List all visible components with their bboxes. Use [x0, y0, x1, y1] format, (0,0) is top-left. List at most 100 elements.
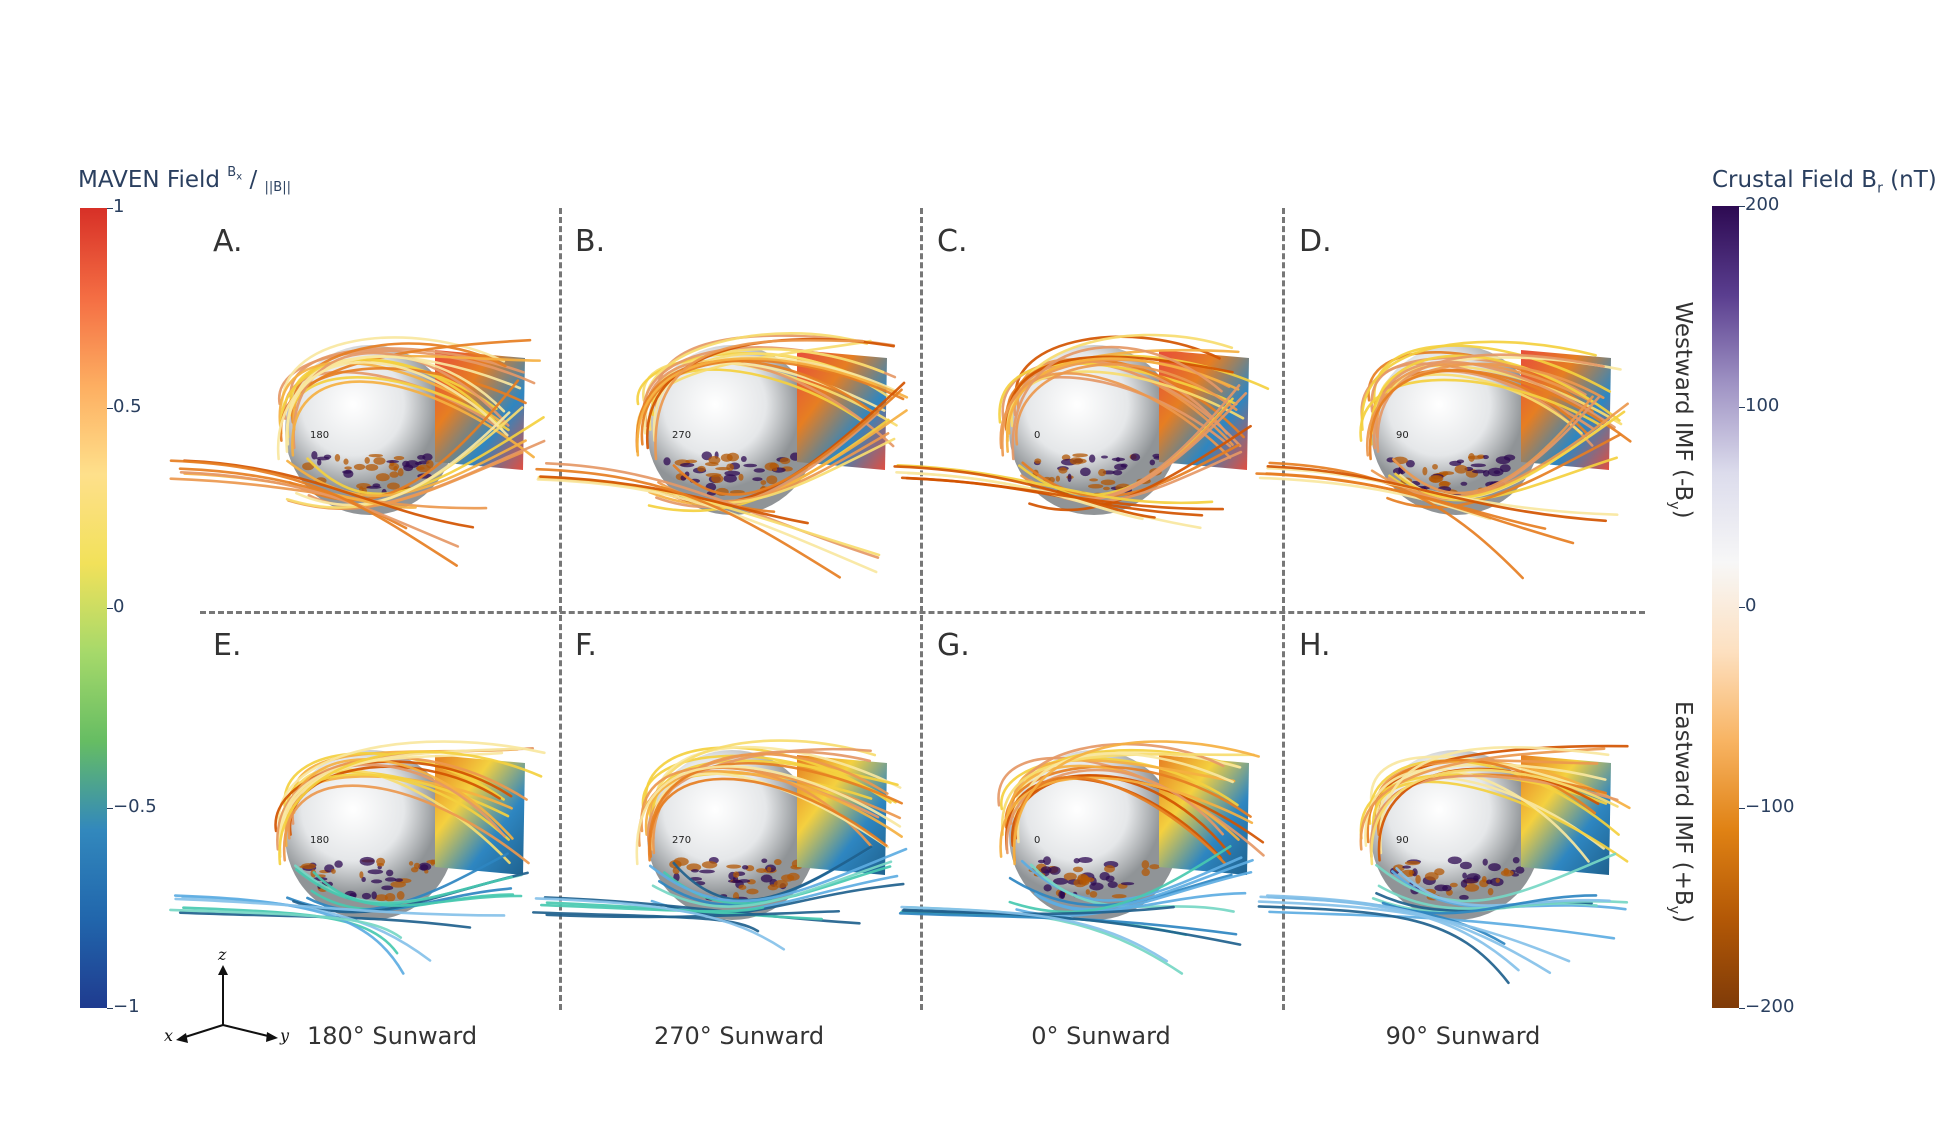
field-line [1020, 856, 1243, 902]
field-line [1371, 373, 1583, 435]
field-line [306, 887, 513, 913]
crustal-field-blotch [772, 466, 778, 472]
crustal-field-blotch [1089, 890, 1098, 898]
colorbar-tick-label: −100 [1745, 795, 1795, 817]
field-line [647, 762, 904, 862]
crustal-field-blotch [376, 857, 386, 866]
crustal-field-blotch [393, 456, 405, 461]
field-line [539, 475, 809, 525]
globe-longitude-label: 270 [672, 430, 691, 441]
colorbar-tick-label: 1 [113, 196, 125, 217]
field-line [1366, 362, 1605, 457]
panel-label-h: H. [1299, 628, 1331, 663]
row-label-eastward-sub: y [1666, 905, 1683, 914]
crustal-field-blotch [342, 470, 352, 474]
panel-label-b: B. [575, 224, 606, 259]
field-line [672, 388, 903, 496]
crustal-field-blotch [740, 456, 747, 463]
colorbar-tick-label: 0 [113, 596, 125, 617]
field-line [1367, 350, 1594, 413]
crustal-field-blotch [761, 858, 768, 864]
field-line [312, 871, 523, 907]
panel-top-1-graphic: 180 [169, 336, 546, 567]
field-line [1266, 465, 1608, 523]
crustal-field-blotch [1487, 467, 1504, 477]
crustal-field-blotch [726, 864, 742, 869]
crustal-field-blotch [1055, 475, 1061, 482]
right-colorbar-title: Crustal Field Br (nT) [1712, 167, 1937, 197]
crustal-field-blotch [766, 475, 778, 485]
field-line [295, 411, 511, 507]
panel-bottom-4-graphic: 90 [1257, 744, 1631, 985]
column-label-180: 180° Sunward [306, 1022, 478, 1050]
crustal-field-blotch [1412, 868, 1418, 877]
crustal-field-blotch [1454, 464, 1468, 474]
crustal-field-blotch [1105, 875, 1115, 883]
colorbar-tick-mark [1739, 406, 1745, 408]
colorbar-tick-mark [1739, 807, 1745, 809]
field-line [179, 471, 460, 548]
field-line [1368, 369, 1632, 461]
crustal-field-blotch [374, 894, 388, 902]
field-line [281, 336, 506, 413]
crustal-field-blotch [301, 863, 316, 870]
crustal-field-blotch [344, 466, 352, 470]
field-line [1005, 768, 1225, 855]
row-label-westward-end: ) [1669, 509, 1696, 519]
row-label-eastward-text: Eastward IMF (+B [1669, 701, 1696, 906]
crustal-field-blotch [311, 450, 318, 460]
crustal-field-blotch [1488, 863, 1501, 872]
crustal-field-blotch [1515, 866, 1525, 874]
field-line [1265, 472, 1575, 545]
field-line [652, 752, 889, 855]
colorbar-tick-mark [1739, 1008, 1745, 1009]
crustal-field-blotch [708, 456, 721, 465]
divider-horizontal [200, 611, 1645, 614]
row-label-westward-text: Westward IMF (-B [1669, 301, 1696, 502]
field-line [644, 770, 903, 838]
field-line [292, 351, 510, 450]
crustal-field-blotch [375, 473, 390, 482]
panel-label-a: A. [213, 224, 243, 259]
colorbar-tick-mark [107, 808, 113, 809]
crustal-field-blotch [690, 869, 699, 873]
crustal-field-blotch [1472, 469, 1486, 474]
left-colorbar-title-denom: ||B|| [264, 180, 291, 195]
crustal-field-blotch [1067, 473, 1072, 483]
field-line [278, 747, 523, 858]
field-line [900, 476, 1225, 511]
field-line [893, 465, 1156, 519]
crustal-field-blotch [1481, 875, 1487, 883]
panel-bottom-1-graphic: 180 [169, 740, 546, 975]
column-label-270: 270° Sunward [653, 1022, 825, 1050]
field-line [178, 467, 408, 530]
colorbar-tick-label: 200 [1745, 194, 1780, 215]
field-line [278, 349, 536, 406]
crustal-field-blotch [1422, 466, 1428, 476]
crustal-field-blotch [701, 861, 718, 869]
crustal-field-blotch [396, 891, 405, 900]
crustal-field-blotch [760, 874, 773, 883]
divider-vertical-1 [559, 208, 562, 1010]
crustal-field-blotch [1080, 467, 1091, 477]
crustal-field-blotch [1149, 459, 1156, 466]
crustal-field-blotch [368, 453, 383, 458]
axis-label-z: z [218, 945, 227, 964]
panel-top-3-graphic: 0 [893, 333, 1270, 530]
crustal-field-blotch [359, 871, 364, 879]
crustal-field-blotch [1459, 894, 1469, 901]
crustal-field-blotch [422, 453, 433, 461]
crustal-field-blotch [371, 891, 377, 900]
mars-globe [647, 345, 817, 515]
crustal-field-blotch [1072, 453, 1088, 458]
crustal-field-blotch [413, 862, 421, 870]
panel-top-4-graphic: 90 [1255, 340, 1632, 580]
crustal-field-blotch [405, 460, 419, 469]
crustal-field-blotch [1503, 454, 1516, 461]
colorbar-tick-label: −200 [1745, 996, 1795, 1017]
field-line [635, 765, 902, 866]
crustal-field-blotch [353, 463, 366, 471]
field-line [169, 459, 459, 567]
crustal-field-blotch [1439, 481, 1451, 486]
field-line [636, 357, 909, 457]
